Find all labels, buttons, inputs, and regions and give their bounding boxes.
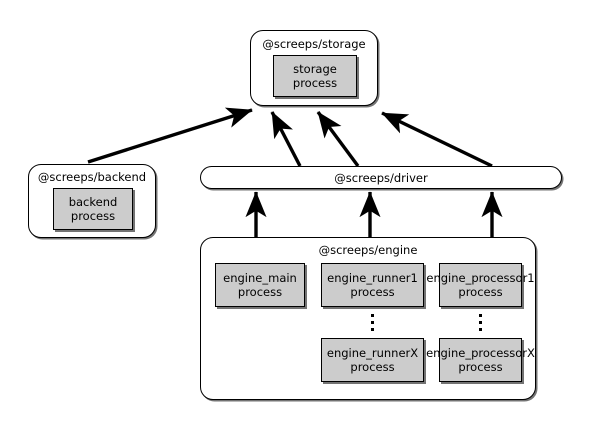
process-storage-name: storage: [293, 61, 337, 76]
package-storage[interactable]: @screeps/storage storage process: [250, 30, 378, 106]
package-engine[interactable]: @screeps/engine engine_main process engi…: [200, 237, 536, 400]
process-backend-suffix: process: [70, 209, 116, 223]
process-engine-main-name: engine_main: [223, 270, 297, 285]
process-box-engine-processor1[interactable]: engine_processor1 process: [426, 263, 535, 307]
process-box-engine-processorX[interactable]: engine_processorX process: [426, 338, 535, 382]
package-storage-label: @screeps/storage: [262, 37, 366, 51]
process-box-engine-runnerX[interactable]: engine_runnerX process: [321, 338, 424, 382]
process-box-storage[interactable]: storage process: [273, 55, 357, 97]
process-engine-processorX-name: engine_processorX: [426, 345, 535, 360]
process-engine-main-suffix: process: [237, 285, 283, 299]
process-engine-processorX-suffix: process: [458, 360, 503, 374]
arrow-driver-left-to-storage: [270, 111, 302, 167]
package-backend[interactable]: @screeps/backend backend process: [28, 164, 156, 238]
ellipsis-icon-processor: [475, 314, 486, 331]
package-driver-label: @screeps/driver: [334, 170, 428, 185]
ellipsis-icon-runner: [367, 314, 378, 331]
arrow-backend-to-storage: [87, 107, 253, 164]
arrow-driver-mid-to-storage: [316, 110, 360, 168]
package-backend-label: @screeps/backend: [37, 170, 147, 184]
process-box-backend[interactable]: backend process: [53, 188, 133, 230]
process-engine-runner1-suffix: process: [350, 285, 395, 299]
process-backend-name: backend: [68, 194, 118, 209]
package-driver[interactable]: @screeps/driver: [200, 166, 562, 189]
package-engine-label: @screeps/engine: [318, 243, 418, 257]
arrow-driver-right-to-storage: [381, 111, 493, 168]
process-engine-processor1-name: engine_processor1: [426, 270, 535, 285]
process-box-engine-runner1[interactable]: engine_runner1 process: [321, 263, 424, 307]
process-engine-runner1-name: engine_runner1: [327, 270, 418, 285]
process-engine-runnerX-name: engine_runnerX: [326, 345, 419, 360]
process-box-engine-main[interactable]: engine_main process: [215, 263, 305, 307]
process-engine-runnerX-suffix: process: [350, 360, 395, 374]
process-storage-suffix: process: [292, 76, 338, 90]
process-engine-processor1-suffix: process: [458, 285, 503, 299]
